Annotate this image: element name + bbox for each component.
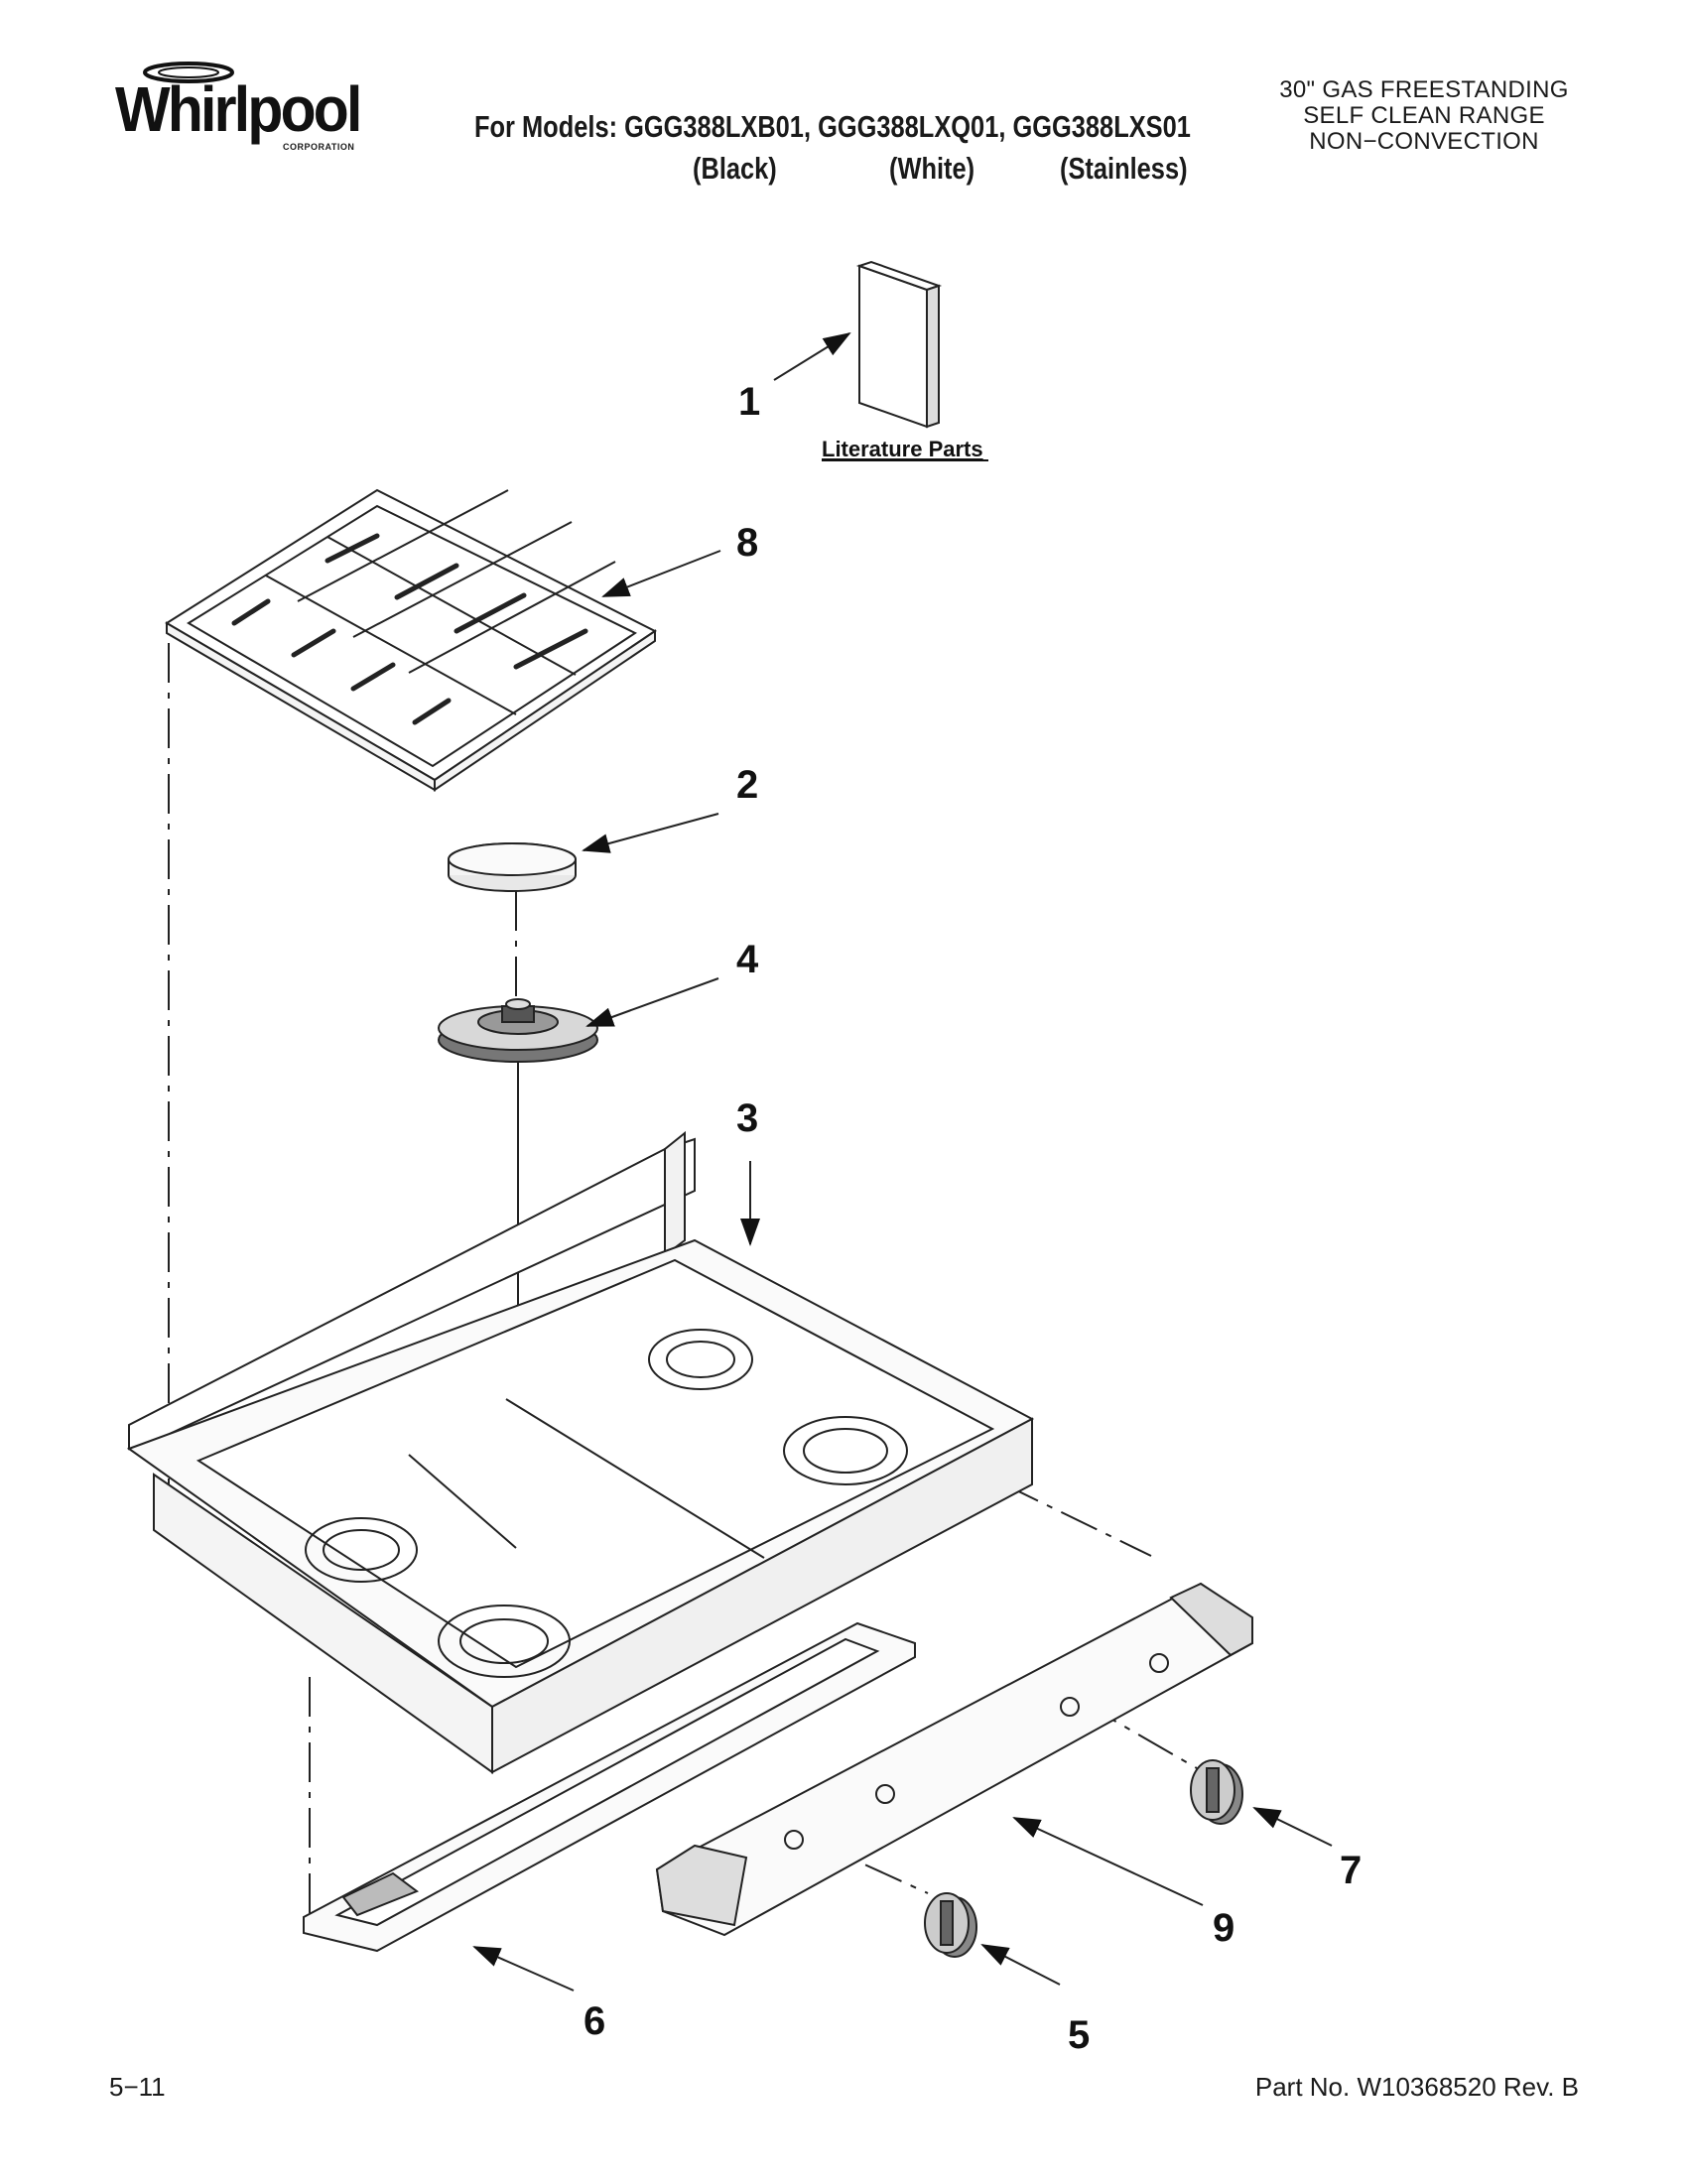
- logo-swoosh-icon: [143, 62, 234, 83]
- part-number: Part No. W10368520 Rev. B: [1254, 2072, 1579, 2102]
- callout-arrow-5: [980, 1944, 1061, 1986]
- product-description: 30" GAS FREESTANDING SELF CLEAN RANGE NO…: [1250, 77, 1598, 155]
- callout-arrow-2: [582, 813, 719, 853]
- callout-7: 7: [1340, 1849, 1362, 1892]
- variant-stainless: (Stainless): [1060, 151, 1188, 186]
- callout-arrow-4: [585, 977, 719, 1027]
- callout-arrow-8: [601, 550, 721, 597]
- callout-arrow-6: [472, 1946, 575, 1991]
- callout-9: 9: [1213, 1906, 1234, 1950]
- cooktop: [126, 1130, 1035, 1774]
- description-line-2: SELF CLEAN RANGE: [1303, 102, 1545, 129]
- callout-arrow-1: [773, 331, 851, 381]
- callout-6: 6: [584, 1999, 605, 2043]
- callout-3: 3: [736, 1096, 758, 1140]
- description-line-1: 30" GAS FREESTANDING: [1279, 76, 1569, 103]
- burner-base: [438, 998, 598, 1063]
- guide-line-panel: [1001, 1482, 1152, 1557]
- models-line: For Models: GGG388LXB01, GGG388LXQ01, GG…: [474, 109, 1191, 144]
- callout-1: 1: [738, 380, 760, 424]
- description-line-3: NON−CONVECTION: [1309, 128, 1539, 155]
- callout-arrow-7: [1252, 1807, 1333, 1847]
- variant-white: (White): [889, 151, 975, 186]
- whirlpool-logo: Whirlpool CORPORATION: [109, 55, 387, 164]
- brand-subtitle: CORPORATION: [283, 142, 355, 152]
- page-number: 5−11: [109, 2072, 166, 2102]
- control-knob-7: [1190, 1759, 1243, 1825]
- control-knob-5: [924, 1892, 977, 1958]
- brand-name: Whirlpool: [115, 73, 362, 145]
- literature-booklet: [855, 260, 943, 429]
- callout-8: 8: [736, 521, 758, 565]
- manifold-trim: [303, 1621, 916, 1953]
- callout-arrow-9: [1012, 1817, 1204, 1906]
- callout-5: 5: [1068, 2013, 1090, 2057]
- burner-grate: [165, 488, 657, 792]
- callout-4: 4: [736, 938, 759, 981]
- control-panel: [655, 1582, 1254, 1937]
- variant-black: (Black): [693, 151, 777, 186]
- burner-cap: [448, 842, 577, 892]
- literature-parts-label: Literature Parts: [822, 437, 983, 461]
- callout-2: 2: [736, 763, 758, 807]
